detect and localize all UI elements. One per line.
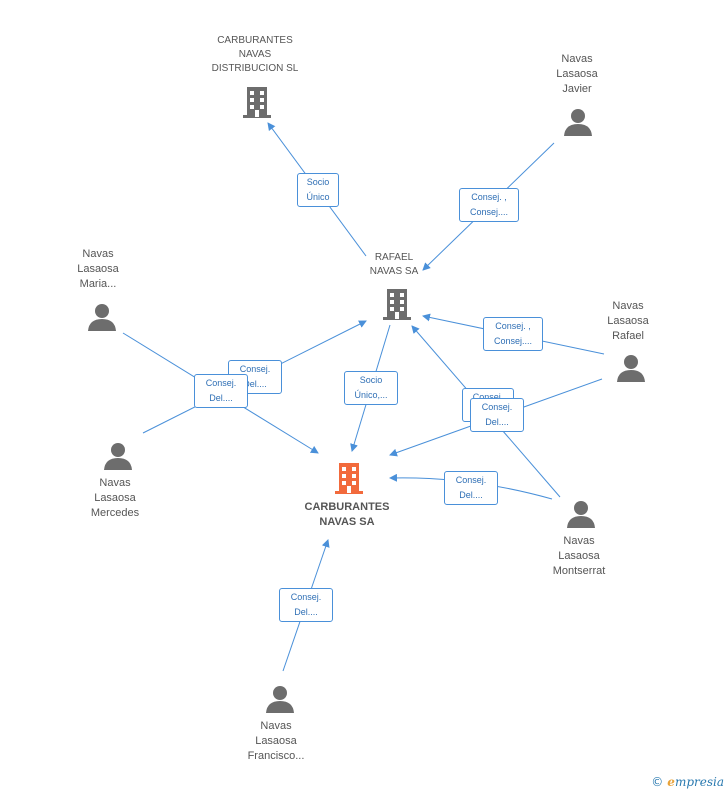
company-label-rafael-navas-sa[interactable]: RAFAEL NAVAS SA [369,252,419,277]
person-icon[interactable] [87,302,117,332]
person-label-rafael[interactable]: Navas Lasaosa Rafael [607,300,649,342]
main-building-icon[interactable] [333,461,365,495]
edge-label-consej-rafael-mid[interactable]: Consej. Del.... [470,398,524,432]
brand-text: mpresia [674,775,724,789]
person-label-francisco[interactable]: Navas Lasaosa Francisco... [247,720,305,762]
copyright-symbol: © [651,775,664,789]
edge-label-consej-montserrat[interactable]: Consej. Del.... [444,471,498,505]
person-label-maria[interactable]: Navas Lasaosa Maria... [77,248,119,290]
edge-label-consej-francisco[interactable]: Consej. Del.... [279,588,333,622]
edge-label-consej-rafael[interactable]: Consej. , Consej.... [483,317,543,351]
edge-label-consej-mercedes[interactable]: Consej. Del.... [194,374,248,408]
person-icon[interactable] [566,499,596,529]
person-label-mercedes[interactable]: Navas Lasaosa Mercedes [90,477,140,519]
person-icon[interactable] [103,441,133,471]
brand-e: e [667,775,675,789]
person-label-montserrat[interactable]: Navas Lasaosa Montserrat [552,535,606,577]
person-label-javier[interactable]: Navas Lasaosa Javier [556,53,598,95]
edge-label-consej-javier[interactable]: Consej. , Consej.... [459,188,519,222]
building-icon[interactable] [381,287,413,321]
empresia-logo: ©empresia [651,775,724,789]
building-icon[interactable] [241,85,273,119]
company-label-carburantes-navas-sa[interactable]: CARBURANTES NAVAS SA [304,501,390,528]
person-icon[interactable] [265,684,295,714]
person-icon[interactable] [563,107,593,137]
edge-label-socio-unico[interactable]: Socio Único [297,173,339,207]
company-label-distribucion[interactable]: CARBURANTES NAVAS DISTRIBUCION SL [211,35,299,74]
edge-label-socio-unico-2[interactable]: Socio Único,... [344,371,398,405]
person-icon[interactable] [616,353,646,383]
